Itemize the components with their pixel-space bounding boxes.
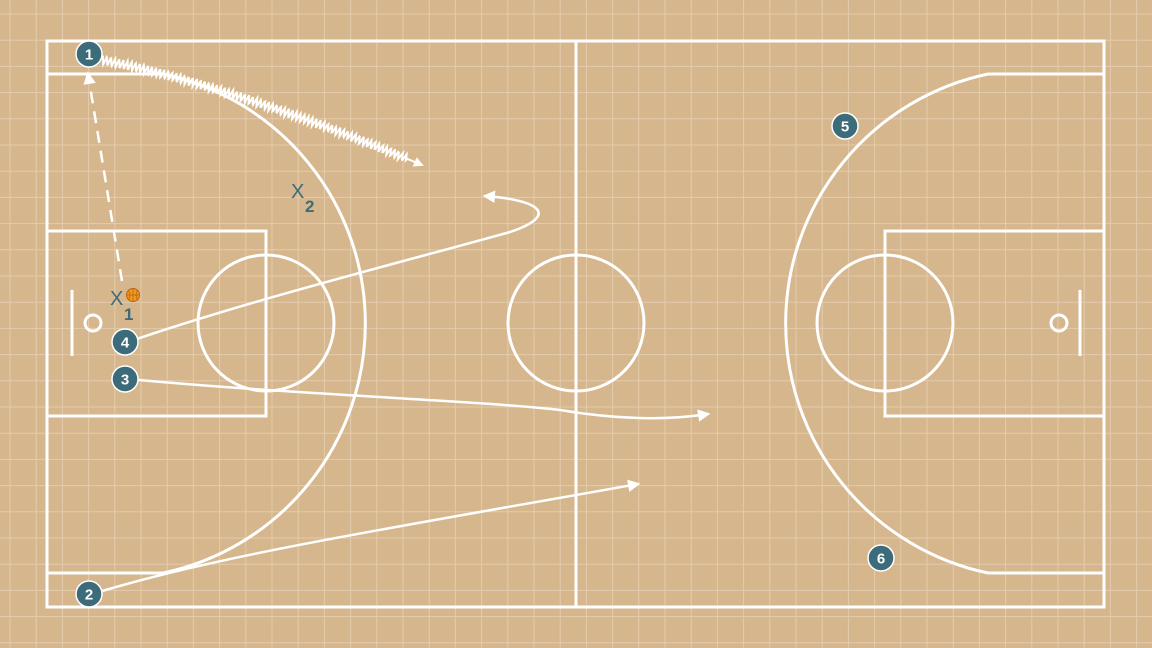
right-key: [883, 229, 1106, 418]
dribble-1: [101, 54, 424, 167]
player-1-label: 1: [85, 47, 93, 64]
defender-2[interactable]: X 2: [291, 181, 314, 216]
left-key: [45, 229, 268, 418]
left-hoop: [83, 313, 103, 333]
right-hoop: [1049, 313, 1069, 333]
center-circle: [506, 253, 646, 393]
defender-1[interactable]: X 1: [110, 288, 133, 324]
player-6[interactable]: 6: [867, 544, 895, 572]
defender-1-letter: X: [110, 288, 123, 310]
right-free-throw-circle: [815, 253, 955, 393]
cut-3: [127, 377, 711, 422]
player-6-label: 6: [877, 551, 885, 568]
player-2-label: 2: [85, 587, 93, 604]
cut-4: [127, 190, 540, 344]
defender-2-number: 2: [305, 197, 314, 216]
player-1[interactable]: 1: [75, 40, 103, 68]
player-4[interactable]: 4: [111, 328, 139, 356]
pass-x1-to-1: [83, 71, 124, 282]
player-4-label: 4: [121, 335, 130, 352]
defender-1-number: 1: [124, 305, 133, 324]
defender-2-letter: X: [291, 181, 304, 203]
play-actions: [83, 54, 711, 596]
court-lines: [45, 39, 1106, 609]
player-3-label: 3: [121, 372, 129, 389]
basketball-icon: [126, 288, 140, 302]
right-three-point-line: [784, 72, 1104, 575]
left-three-point-line: [47, 72, 367, 575]
player-5[interactable]: 5: [831, 112, 859, 140]
player-2[interactable]: 2: [75, 580, 103, 608]
cut-2: [91, 479, 641, 596]
player-5-label: 5: [841, 119, 849, 136]
player-3[interactable]: 3: [111, 365, 139, 393]
